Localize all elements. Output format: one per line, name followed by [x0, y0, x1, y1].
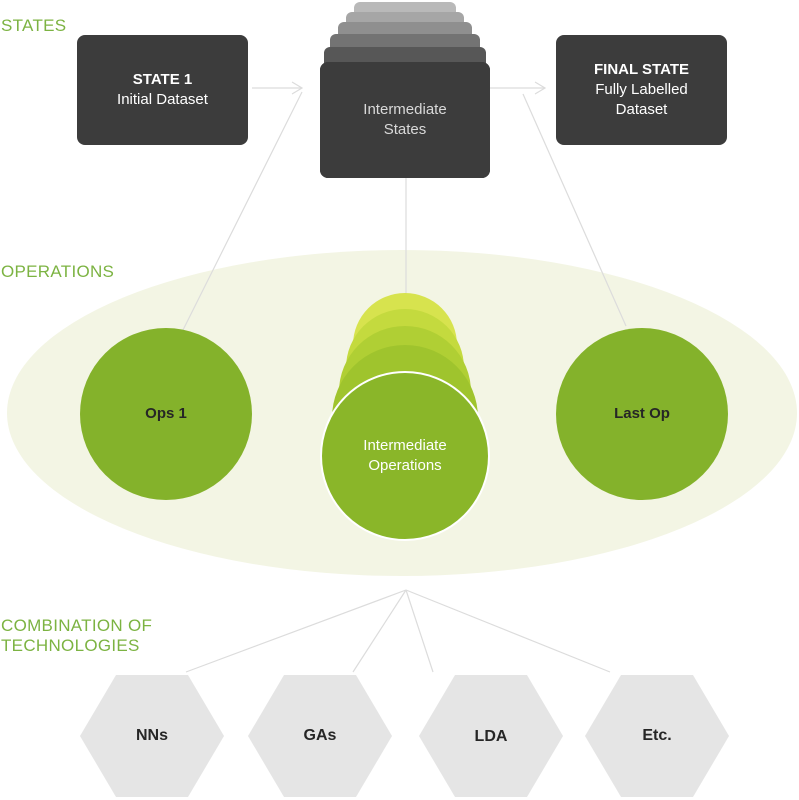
last-op-label-wrap: Last Op — [556, 328, 728, 500]
final-state-title: FINAL STATE — [594, 61, 689, 78]
hexagon-etc — [585, 675, 729, 797]
states-section-label: STATES — [1, 16, 67, 35]
technology-hexagons — [80, 675, 729, 797]
final-state-line1: Fully Labelled — [595, 81, 688, 98]
combination-section-label: COMBINATION OF TECHNOLOGIES — [1, 616, 152, 656]
intermediate-states-line1: Intermediate — [363, 101, 447, 118]
ops-1-label: Ops 1 — [145, 405, 187, 422]
last-op-label: Last Op — [614, 405, 670, 422]
hexagon-lda — [419, 675, 563, 797]
technology-label-gas: GAs — [303, 727, 337, 744]
intermediate-operations-label-wrap: Intermediate Operations — [321, 372, 489, 540]
hexagon-nns — [80, 675, 224, 797]
state-1-box: STATE 1 Initial Dataset — [77, 35, 248, 145]
combination-label-line2: TECHNOLOGIES — [1, 636, 140, 655]
intermediate-states-line2: States — [383, 121, 427, 138]
ops-1-label-wrap: Ops 1 — [80, 328, 252, 500]
combination-label-line1: COMBINATION OF — [1, 616, 153, 635]
intermediate-operations-stack — [320, 293, 490, 541]
technology-label-lda: LDA — [474, 728, 508, 745]
technology-label-etc: Etc. — [642, 727, 672, 744]
final-state-box: FINAL STATE Fully Labelled Dataset — [556, 35, 727, 145]
state-1-subtitle: Initial Dataset — [117, 91, 208, 108]
intermediate-operations-line2: Operations — [368, 457, 442, 474]
intermediate-states-box: Intermediate States — [320, 62, 490, 178]
ops-1-circle — [80, 328, 252, 500]
operations-section-label: OPERATIONS — [1, 262, 115, 281]
state-1-title: STATE 1 — [132, 71, 193, 88]
technology-label-nns: NNs — [135, 727, 168, 744]
hexagon-gas — [248, 675, 392, 797]
connector-lines — [182, 81, 627, 673]
intermediate-operations-line1: Intermediate — [363, 437, 447, 454]
final-state-line2: Dataset — [615, 101, 668, 118]
last-op-circle — [556, 328, 728, 500]
